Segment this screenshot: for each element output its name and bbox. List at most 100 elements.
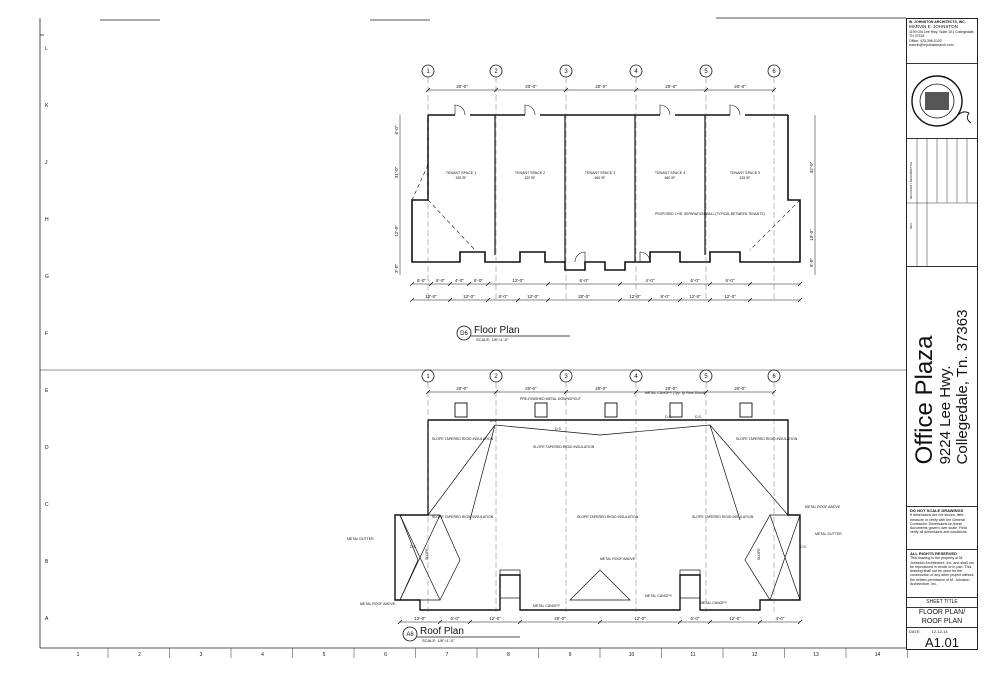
floor-dim-small-label: 12'-0" [512, 278, 524, 283]
roof-note-ds-4: D.S. [695, 415, 702, 419]
floor-dim-bottom-tick [617, 297, 623, 303]
grid-label: 6 [772, 69, 776, 75]
floor-dim-top-tick [703, 87, 709, 93]
column-number: 1 [77, 652, 80, 658]
floor-plan-title: D6 Floor Plan SCALE: 1/8"=1'-0" [456, 325, 570, 342]
floor-dim-small-label: 6'-0" [417, 278, 426, 283]
floor-dim-top-label: 20'-0" [525, 84, 537, 89]
floor-dim-small-tick [747, 281, 753, 287]
floor-dim-top-label: 20'-0" [734, 84, 746, 89]
row-letter: B [45, 559, 49, 565]
firm-name: W. JOHNSTON ARCHITECTS, INC. [909, 20, 966, 24]
floor-dim-right-label: 8'-0" [809, 258, 814, 267]
room-name: TENANT SPACE 4 [655, 171, 685, 175]
grid-label: 6 [772, 374, 776, 380]
dont-scale-note: DO NOT SCALE DRAWINGS If dimensions are … [907, 507, 977, 550]
roof-dim-bottom-label: 6'-0" [691, 616, 700, 621]
roof-dim-bottom-label: 12'-0" [634, 616, 646, 621]
roof-dim-bottom-label: 12'-0" [414, 616, 426, 621]
floor-dim-bottom-tick [515, 297, 521, 303]
floor-dim-bottom-tick [647, 297, 653, 303]
roof-dim-top-label: 20'-0" [595, 386, 607, 391]
floor-dim-small-label: 6'-0" [436, 278, 445, 283]
floor-dim-small-tick [466, 281, 472, 287]
roof-dim-bottom-label: 6'-0" [451, 616, 460, 621]
floor-plan-title-text: Floor Plan [474, 325, 520, 336]
rights-title: ALL RIGHTS RESERVED [910, 551, 957, 556]
grid-label: 5 [704, 374, 708, 380]
row-letter: F [45, 331, 48, 337]
roof-dim-top-tick [563, 389, 569, 395]
floor-dim-small-tick [485, 281, 491, 287]
floor-plan-scale: SCALE: 1/8"=1'-0" [476, 337, 509, 342]
floor-dim-bottom-label: 12'-0" [425, 294, 437, 299]
column-number: 2 [138, 652, 141, 658]
row-letter: L [45, 46, 48, 52]
floor-dim-small-tick [447, 281, 453, 287]
column-number: 9 [569, 652, 572, 658]
title-block: W. JOHNSTON ARCHITECTS, INC. MARVIN E. J… [906, 18, 978, 650]
roof-note-ds-6: D.S. [800, 545, 807, 549]
floor-dim-bottom-label: 8'-0" [661, 294, 670, 299]
roof-dim-top-tick [771, 389, 777, 395]
floor-plan [411, 104, 801, 271]
rights-note: ALL RIGHTS RESERVED This drawing is the … [907, 550, 977, 598]
floor-dim-top-label: 20'-0" [595, 84, 607, 89]
column-number: 10 [629, 652, 635, 658]
roof-plan-title-text: Roof Plan [420, 626, 464, 637]
firm-address: 1199 Old Lee Hwy. Suite 101 Collegedale,… [909, 30, 975, 39]
room-area: 620 SF [525, 176, 536, 180]
row-letter: G [45, 274, 49, 280]
roof-note-metal-canopy-right: METAL CANOPY [700, 601, 728, 605]
project-city: Collegedale, Tn. 37363 [954, 309, 971, 465]
roof-dim-top-label: 20'-0" [665, 386, 677, 391]
roof-dim-bottom-label: 12'-0" [489, 616, 501, 621]
room-area: 660 SF [665, 176, 676, 180]
roof-note-slope-4: SLOPE TAPERED RIGID INSULATION [432, 515, 494, 519]
floor-dim-bottom-label: 12'-0" [527, 294, 539, 299]
wall-note-text: PROPOSED 1 HR. SEPARATION WALL (TYPICAL … [655, 212, 765, 216]
floor-dim-bottom-label: 8'-0" [499, 294, 508, 299]
floor-dim-bottom-tick [797, 297, 803, 303]
roof-dim-bottom-tick [397, 619, 403, 625]
roof-note-gutter-left: METAL GUTTER [347, 537, 374, 541]
floor-dim-bottom-label: 12'-0" [689, 294, 701, 299]
floor-dim-small-label: 6'-0" [691, 278, 700, 283]
roof-plan [394, 402, 801, 611]
column-number: 5 [323, 652, 326, 658]
roof-dim-top-tick [425, 389, 431, 395]
floor-dim-bottom-tick [545, 297, 551, 303]
floor-dim-bottom-tick [747, 297, 753, 303]
roof-dim-bottom-tick [797, 619, 803, 625]
dont-scale-body: If dimensions are not shown, field measu… [910, 513, 968, 535]
floor-dim-right-label: 10'-0" [809, 229, 814, 241]
roof-plan-title: A6 Roof Plan SCALE: 1/8"=1'-0" [402, 626, 520, 643]
roof-note-metal-canopy-left: METAL CANOPY [533, 604, 561, 608]
grid-label: 1 [426, 374, 430, 380]
row-letter: H [45, 217, 49, 223]
row-letter: J [45, 160, 48, 166]
roof-dim-bottom-tick [707, 619, 713, 625]
floor-dim-small-label: 6'-0" [726, 278, 735, 283]
roof-dim-bottom-label: 12'-0" [729, 616, 741, 621]
wall-note: PROPOSED 1 HR. SEPARATION WALL (TYPICAL … [655, 212, 765, 216]
column-number: 12 [752, 652, 758, 658]
column-number: 8 [507, 652, 510, 658]
room-area: 625 SF [740, 176, 751, 180]
roof-note-gutter-right: METAL GUTTER [815, 532, 842, 536]
column-number: 13 [813, 652, 819, 658]
floor-dim-top-label: 20'-0" [456, 84, 468, 89]
floor-dim-bottom-tick [707, 297, 713, 303]
column-number: 11 [690, 652, 695, 658]
firm-phone: Office: 423-396-0102 [909, 38, 942, 43]
roof-note-ds-3: D.S. [665, 415, 672, 419]
rev-label: REV. [909, 222, 913, 229]
revision-label: REVISION / RESUBMITTAL [909, 161, 913, 199]
roof-dim-top-label: 20'-0" [734, 386, 746, 391]
row-letter: K [45, 103, 49, 109]
roof-dim-bottom-tick [467, 619, 473, 625]
floor-dim-left-label: 31'-0" [394, 166, 399, 178]
sheet-title-1: FLOOR PLAN/ [918, 609, 966, 616]
grid-label: 4 [634, 374, 638, 380]
row-letter: E [45, 388, 49, 394]
